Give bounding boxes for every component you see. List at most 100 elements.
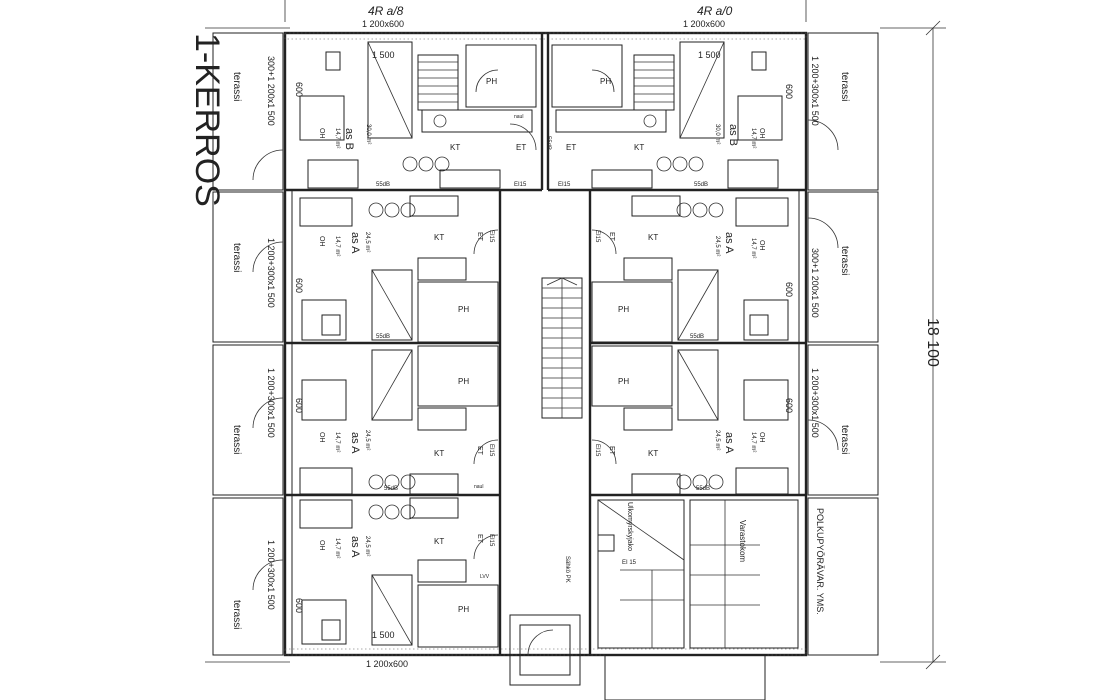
dim-600: 600 [784,84,794,99]
terrace-dim: 300+1 200x1 500 [810,248,820,318]
dim-600: 600 [294,82,304,97]
top-dim-right: 1 200x600 [683,19,725,29]
label-ei15: EI15 [488,534,494,547]
room-et: ET [476,534,483,544]
room-oh: OH [318,128,325,139]
terraces-left [212,32,284,656]
label-55db: 55dB [696,486,710,492]
label-ei-15: EI 15 [622,560,637,566]
label-naul: naul [474,484,483,490]
label-55db: 55dB [694,182,708,188]
apt-a-area: 24,5 m² [364,536,370,556]
room-kt: KT [434,449,444,458]
room-et: ET [608,446,615,456]
terrace-label: terassi [839,246,850,275]
room-oh: OH [318,540,325,551]
apt-a-name: as A [723,432,735,454]
room-kt: KT [434,537,444,546]
room-et: ET [476,446,483,456]
dim-600: 600 [294,278,304,293]
dim-600: 600 [784,282,794,297]
room-et: ET [476,232,483,242]
utility-label: Ulkomyrskyjako [626,502,633,551]
apartment-as-a-right-2 [591,345,789,495]
room-ph: PH [600,77,611,86]
terrace-dim: 300+1 200x1 500 [266,56,276,126]
apt-a-name: as A [349,536,361,558]
floor-title: 1-KERROS [188,33,226,207]
label-ei15: EI15 [488,230,494,243]
room-oh: OH [318,432,325,443]
apt-a-area: 24,5 m² [714,430,720,450]
total-dimension-line [205,20,946,670]
room-et: ET [608,232,615,242]
room-kt: KT [450,143,460,152]
apt-a-oh-area: 14,7 m² [750,432,756,452]
total-dimension: 18 100 [924,318,941,367]
terrace-label: terassi [231,600,242,629]
label-ei15: EI15 [488,444,494,457]
terrace-dim: 1 200+300x1 500 [266,238,276,308]
label-naul: naul [514,114,523,120]
dim-1500: 1 500 [372,50,395,60]
apt-a-name: as A [349,432,361,454]
storage-label: Varastokom [738,520,747,562]
apartment-as-a-left-3 [299,497,499,648]
room-kt: KT [434,233,444,242]
top-note-left: 4R a/8 [368,4,404,18]
terrace-dim: 1 200+300x1 500 [266,540,276,610]
apt-a-oh-area: 14,7 m² [334,538,340,558]
riser-label: Sähkö PK [564,556,570,583]
room-ph: PH [458,377,469,386]
bike-storage-label: POLKUPYÖRÄVAR. YMS. [815,508,825,615]
dim-600: 600 [294,398,304,413]
label-ei15: EI15 [514,182,527,188]
label-55db: 55dB [384,486,398,492]
dim-600: 600 [784,398,794,413]
room-ph: PH [458,305,469,314]
room-ph: PH [486,77,497,86]
apt-b-name: as B [343,128,355,150]
dim-600: 600 [294,598,304,613]
label-lvv: LVV [480,574,490,580]
room-ph: PH [458,605,469,614]
terrace-label: terassi [231,425,242,454]
apt-a-oh-area: 14,7 m² [334,432,340,452]
top-dim-left: 1 200x600 [362,19,404,29]
dim-1500: 1 500 [372,630,395,640]
apartment-as-a-left-1 [299,195,499,343]
terrace-dim: 1 200+300x1 500 [266,368,276,438]
room-et: ET [566,143,576,152]
label-55db: 55dB [376,182,390,188]
bottom-dim: 1 200x600 [366,659,408,669]
apt-a-area: 24,5 m² [714,236,720,256]
apartment-as-a-left-2 [299,345,499,495]
terrace-dim: 1 200+300x1 500 [810,368,820,438]
dim-1500: 1 500 [698,50,721,60]
label-ei15: EI15 [558,182,571,188]
room-kt: KT [634,143,644,152]
top-note-right: 4R a/0 [697,4,733,18]
apt-a-oh-area: 14,7 m² [750,238,756,258]
room-oh: OH [758,432,765,443]
entrance-porch [509,614,766,700]
label-55db: 55dB [545,136,551,150]
apt-b-oh-area: 14,7 m² [750,128,756,148]
room-ph: PH [618,377,629,386]
room-oh: OH [758,128,765,139]
terrace-dim: 1 200+300x1 500 [810,56,820,126]
service-area [597,499,799,649]
terrace-label: terassi [839,425,850,454]
apt-a-oh-area: 14,7 m² [334,236,340,256]
apt-b-area: 30,0 m² [714,124,720,144]
apt-a-area: 24,5 m² [364,430,370,450]
label-ei15: EI15 [594,444,600,457]
label-ei15: EI15 [594,230,600,243]
apartment-as-b-right [551,41,783,189]
central-stair [541,277,583,419]
room-ph: PH [618,305,629,314]
room-kt: KT [648,449,658,458]
room-kt: KT [648,233,658,242]
apt-b-area: 30,0 m² [365,124,371,144]
terraces-right [807,32,879,656]
